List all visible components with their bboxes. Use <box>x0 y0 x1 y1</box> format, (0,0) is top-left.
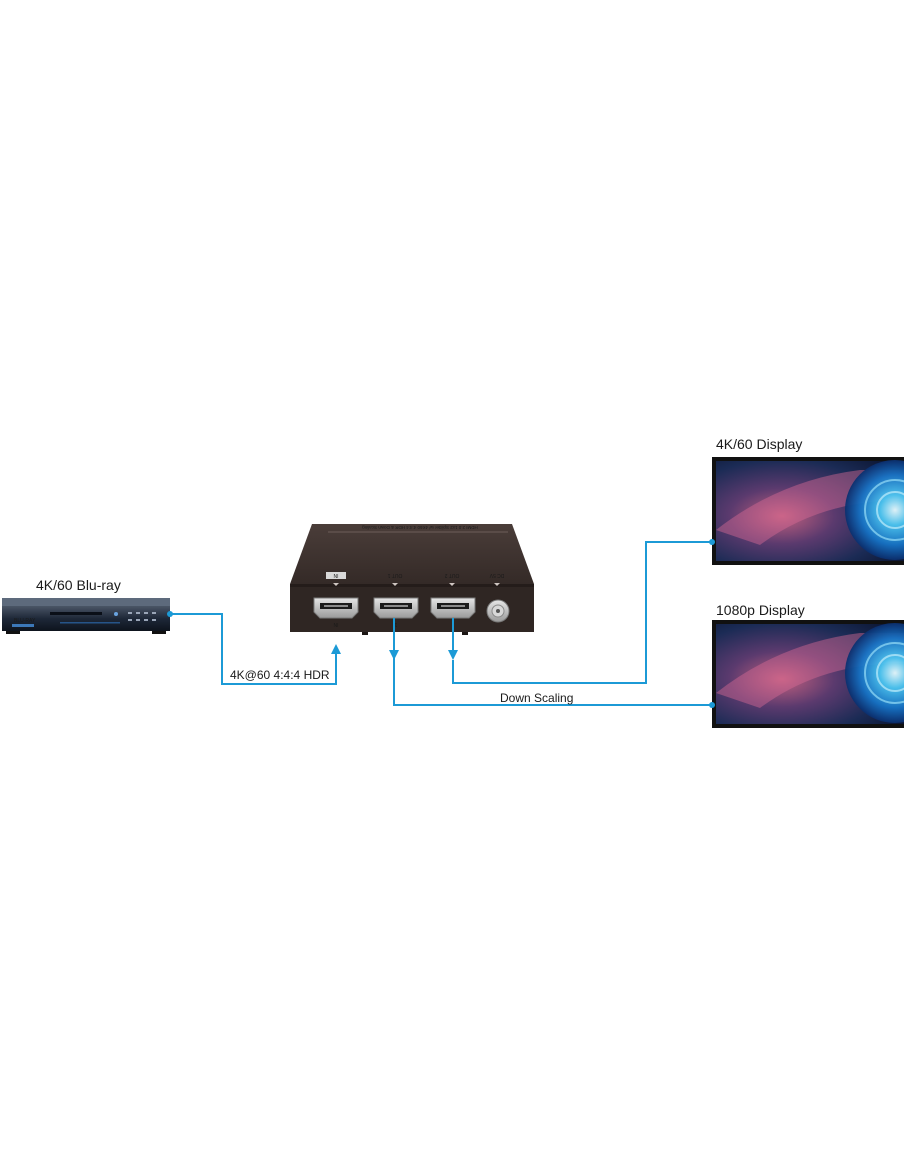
connector-dot <box>709 539 715 545</box>
hdmi-in-port <box>313 597 359 619</box>
connector-dot <box>709 702 715 708</box>
port-out1-label: OUT 1 <box>387 572 402 578</box>
arrow-down-icon <box>448 650 458 660</box>
cable-out2-to-4k <box>452 541 712 684</box>
flower-image <box>845 623 904 723</box>
port-out2-label: OUT 2 <box>444 572 459 578</box>
hdmi-out1-port <box>373 597 419 619</box>
display-4k-label: 4K/60 Display <box>716 436 802 452</box>
dc-power-port <box>486 599 510 623</box>
port-in-label: IN <box>333 572 338 578</box>
flower-image <box>845 460 904 560</box>
port-dc-label: DC 5V <box>489 572 504 578</box>
input-signal-label: 4K@60 4:4:4 HDR <box>230 668 330 682</box>
control-buttons <box>128 612 156 621</box>
port-out1-sub-label: 1 <box>394 621 397 627</box>
splitter-top-text: HDMI 2.0 1x2 Splitter w/ 4K60 4:4:4 HDR … <box>362 525 478 530</box>
disc-slot <box>50 612 102 615</box>
display-1080p <box>712 620 904 728</box>
cable-source-to-in <box>170 613 337 685</box>
connector-dot <box>167 611 173 617</box>
arrow-down-icon <box>389 650 399 660</box>
source-label: 4K/60 Blu-ray <box>36 577 121 593</box>
downscale-label: Down Scaling <box>500 691 573 705</box>
bluray-player: BLU-RAY <box>2 598 170 634</box>
splitter-top-panel <box>290 524 534 584</box>
bluray-brand-text: BLU-RAY <box>14 618 36 624</box>
hdmi-out2-port <box>430 597 476 619</box>
hdmi-splitter: HDMI 2.0 1x2 Splitter w/ 4K60 4:4:4 HDR … <box>290 524 534 635</box>
in-label-box <box>326 572 346 579</box>
port-in-sub-label: IN <box>333 621 338 627</box>
arrow-up-icon <box>331 644 341 654</box>
display-1080p-label: 1080p Display <box>716 602 805 618</box>
display-4k <box>712 457 904 565</box>
bluray-logo-icon <box>114 612 118 616</box>
